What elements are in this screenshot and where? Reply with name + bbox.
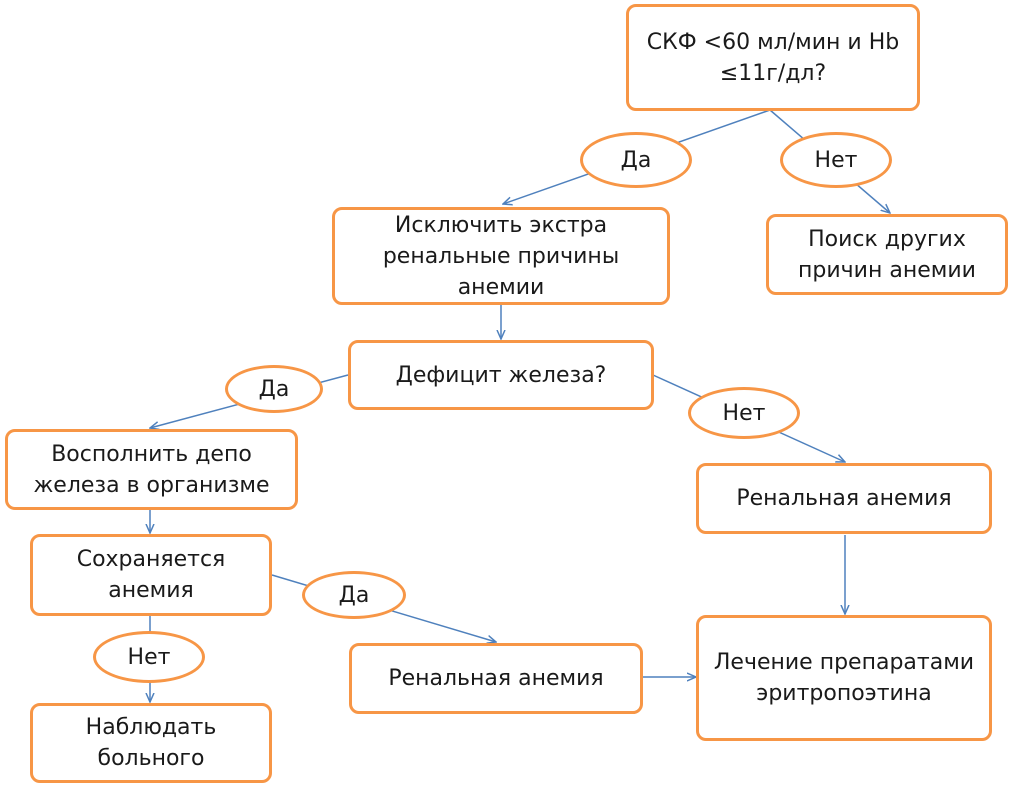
search-other-text: Поиск других причин анемии (798, 226, 976, 283)
yes-text: Да (338, 582, 370, 608)
renal-anemia-right-box: Ренальная анемия (696, 463, 992, 534)
yes-label-iron: Да (225, 365, 323, 413)
anemia-persists-text: Сохраняется анемия (76, 547, 226, 603)
iron-deficit-text: Дефицит железа? (395, 362, 607, 388)
yes-label-top: Да (580, 132, 692, 188)
yes-text: Да (620, 147, 652, 173)
replenish-iron-box: Восполнить депо железа в организме (5, 429, 298, 510)
gfr-question-text: СКФ <60 мл/мин и Hb ≤11г/дл? (646, 29, 900, 86)
observe-patient-box: Наблюдать больного (30, 703, 272, 783)
no-text: Нет (814, 147, 858, 173)
search-other-box: Поиск других причин анемии (766, 214, 1008, 295)
epo-treatment-box: Лечение препаратами эритропоэтина (696, 615, 992, 741)
anemia-persists-box: Сохраняется анемия (30, 534, 272, 616)
no-label-top: Нет (780, 132, 892, 188)
yes-label-persists: Да (302, 571, 406, 619)
exclude-extrarenal-box: Исключить экстра ренальные причины анеми… (332, 207, 670, 305)
epo-treatment-text: Лечение препаратами эритропоэтина (713, 650, 975, 706)
renal-anemia-right-text: Ренальная анемия (736, 486, 952, 511)
no-text: Нет (127, 644, 171, 670)
no-label-persists: Нет (93, 631, 205, 683)
renal-anemia-middle-box: Ренальная анемия (349, 643, 643, 714)
renal-anemia-middle-text: Ренальная анемия (388, 666, 604, 691)
replenish-iron-text: Восполнить депо железа в организме (33, 441, 270, 498)
yes-text: Да (258, 376, 290, 402)
exclude-extrarenal-text: Исключить экстра ренальные причины анеми… (382, 212, 620, 300)
observe-patient-text: Наблюдать больного (85, 715, 217, 771)
no-label-iron: Нет (688, 387, 800, 439)
no-text: Нет (722, 400, 766, 426)
gfr-question-box: СКФ <60 мл/мин и Hb ≤11г/дл? (626, 4, 920, 111)
iron-deficit-box: Дефицит железа? (348, 340, 654, 410)
